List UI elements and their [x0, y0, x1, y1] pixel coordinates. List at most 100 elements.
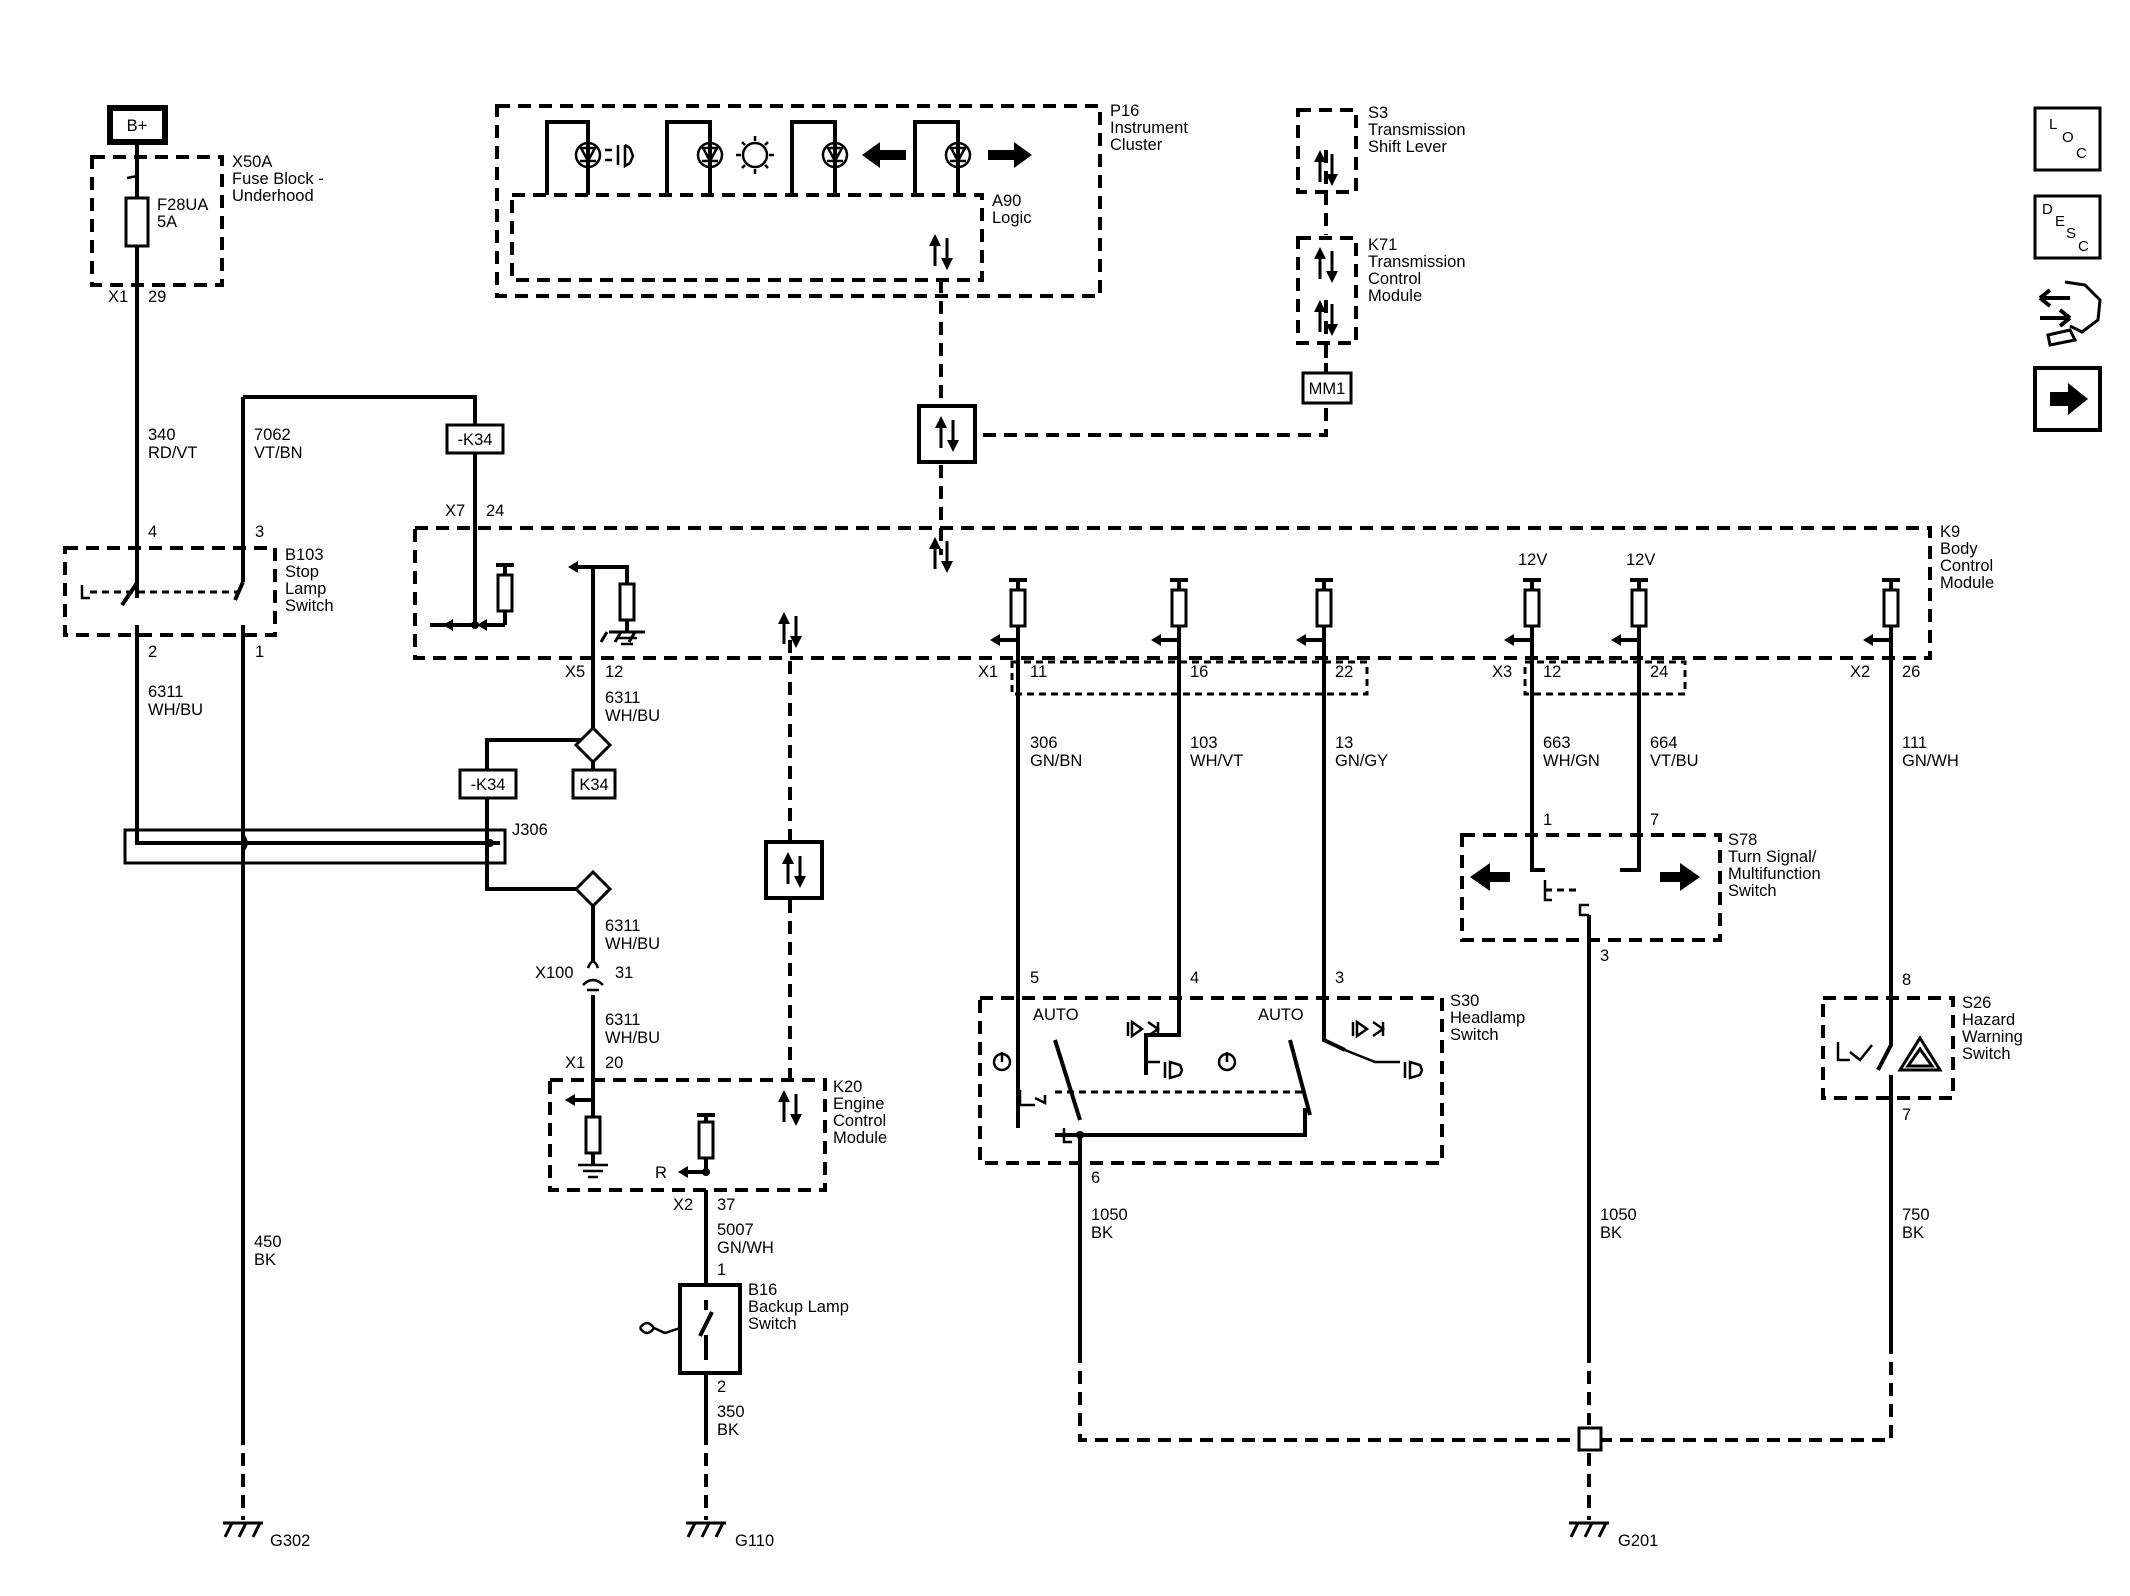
- wire-13-color: GN/GY: [1335, 752, 1388, 770]
- location-button[interactable]: L O C: [2033, 106, 2102, 172]
- wire-664: [1620, 640, 1641, 872]
- svg-text:D: D: [2042, 201, 2053, 218]
- hazard-triangle-icon: [1897, 1035, 1943, 1072]
- conn-bcm-x1: X1: [978, 663, 998, 681]
- pin-ecm-20: 20: [605, 1054, 623, 1072]
- bcm-box: [413, 526, 1932, 660]
- ecm-r-label: R: [655, 1164, 667, 1182]
- stop-pin-2: 2: [148, 643, 157, 661]
- headlamp-pin-4: 4: [1190, 969, 1199, 987]
- auto-label-1: AUTO: [1033, 1006, 1079, 1024]
- splice-j306-label: J306: [512, 821, 548, 839]
- hazard-name-3: Switch: [1962, 1045, 2011, 1063]
- conn-ecm-x2: X2: [673, 1196, 693, 1214]
- turn-switch-id: S78: [1728, 831, 1757, 849]
- wire-1050-color-1: BK: [1091, 1224, 1113, 1242]
- ecm-name-3: Module: [833, 1129, 887, 1147]
- stop-switch-id: B103: [285, 546, 324, 564]
- hazard-id: S26: [1962, 994, 1991, 1012]
- logic-id: A90: [992, 192, 1021, 210]
- stop-pin-3: 3: [255, 523, 264, 541]
- arrow-right-icon: [2050, 383, 2088, 415]
- wire-340-color: RD/VT: [148, 444, 198, 462]
- pin-x7-24: 24: [486, 502, 504, 520]
- wire-6311-circuit-1: 6311: [148, 683, 183, 701]
- v12-label-2: 12V: [1626, 551, 1655, 569]
- serial-data-icon: [917, 404, 977, 464]
- logic-box: [510, 193, 984, 282]
- headlamp-pin-6: 6: [1091, 1169, 1100, 1187]
- fuse-block-name-2: Underhood: [232, 187, 314, 205]
- ground-symbol-g302: [223, 1521, 263, 1538]
- conn-x7: X7: [445, 502, 465, 520]
- svg-text:L: L: [2049, 116, 2057, 133]
- wire-1050-headlamp: [1055, 1108, 1307, 1350]
- wire-5007-color: GN/WH: [717, 1239, 774, 1257]
- wire-450-circuit: 450: [254, 1233, 282, 1251]
- cluster-name-2: Cluster: [1110, 136, 1163, 154]
- backup-name-1: Backup Lamp: [748, 1298, 849, 1316]
- k34-neg-label-2: -K34: [471, 776, 506, 794]
- cluster-id: P16: [1110, 102, 1139, 120]
- wire-1050-circuit-1: 1050: [1091, 1206, 1128, 1224]
- wire-450-color: BK: [254, 1251, 276, 1269]
- turn-pin-1: 1: [1543, 811, 1552, 829]
- wire-1050-color-2: BK: [1600, 1224, 1622, 1242]
- hazard-switch-box: [1821, 996, 1955, 1100]
- ground-symbol-g201: [1569, 1521, 1609, 1538]
- pin-ecm-37: 37: [717, 1196, 735, 1214]
- cluster-indicators: [545, 120, 1032, 195]
- description-button[interactable]: D E S C: [2033, 194, 2102, 260]
- data-arrows-icon: [927, 232, 955, 272]
- wire-111-color: GN/WH: [1902, 752, 1959, 770]
- turn-switch-box: [1460, 833, 1722, 942]
- ecm-name-1: Engine: [833, 1095, 884, 1113]
- backup-id: B16: [748, 1281, 777, 1299]
- stop-switch-box: [63, 546, 277, 637]
- pin-bcm-26: 26: [1902, 663, 1920, 681]
- wire-6311-circuit-4: 6311: [605, 1011, 640, 1029]
- wire-350-color: BK: [717, 1421, 739, 1439]
- pin-x100-31: 31: [615, 964, 633, 982]
- ecm-name-2: Control: [833, 1112, 886, 1130]
- park-lamp-icon: [741, 141, 769, 169]
- wire-664-color: VT/BU: [1650, 752, 1699, 770]
- conn-x100: X100: [535, 964, 574, 982]
- k34-label: K34: [579, 776, 608, 794]
- shift-lever-name-1: Transmission: [1368, 121, 1466, 139]
- fuse-rating: 5A: [157, 213, 177, 231]
- fuse-id: F28UA: [157, 196, 208, 214]
- next-page-button[interactable]: [2033, 366, 2102, 432]
- backup-pin-1: 1: [717, 1261, 726, 1279]
- connector-tool-icon[interactable]: [2038, 280, 2102, 347]
- wire-6311-color-1: WH/BU: [148, 701, 203, 719]
- turn-pin-3: 3: [1600, 947, 1609, 965]
- turn-switch-name-2: Multifunction: [1728, 865, 1821, 883]
- svg-text:C: C: [2076, 145, 2087, 162]
- k34-neg-label-1: -K34: [458, 431, 493, 449]
- fuse-connector: X1: [108, 288, 128, 306]
- svg-text:O: O: [2062, 129, 2074, 146]
- wire-13-circuit: 13: [1335, 734, 1353, 752]
- stop-pin-1: 1: [255, 643, 264, 661]
- ecm-id: K20: [833, 1078, 862, 1096]
- stop-pin-4: 4: [148, 523, 157, 541]
- wire-7062-color: VT/BN: [254, 444, 303, 462]
- ecm-box: [548, 1078, 827, 1192]
- hazard-pin-8: 8: [1902, 971, 1911, 989]
- instrument-cluster-box: [495, 104, 1102, 298]
- svg-text:S: S: [2066, 225, 2076, 242]
- wire-103: [1144, 640, 1181, 1075]
- headlamp-pin-5: 5: [1030, 969, 1039, 987]
- backup-lamp-switch-box: [678, 1283, 742, 1375]
- fuse-pin: 29: [148, 288, 166, 306]
- turn-switch-name-1: Turn Signal/: [1728, 848, 1817, 866]
- tcm-id: K71: [1368, 236, 1397, 254]
- bcm-name-3: Module: [1940, 574, 1994, 592]
- headlamp-switch-name-2: Switch: [1450, 1026, 1499, 1044]
- ground-symbol-g110: [686, 1521, 726, 1538]
- hazard-pin-7: 7: [1902, 1106, 1911, 1124]
- wire-663-circuit: 663: [1543, 734, 1571, 752]
- stop-switch-name-3: Switch: [285, 597, 334, 615]
- tcm-box: [1296, 236, 1358, 345]
